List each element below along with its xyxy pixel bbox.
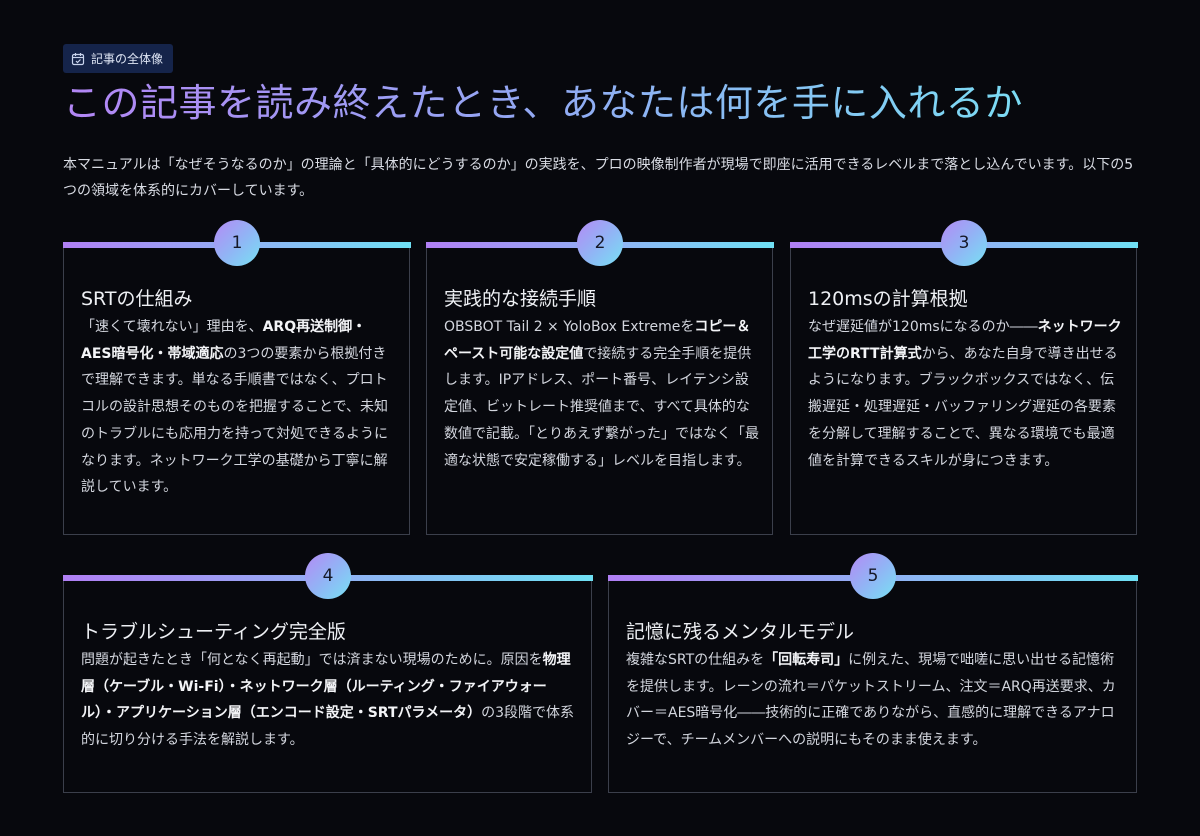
card-body-emphasis: ARQ再送制御・AES暗号化・帯域適応: [81, 319, 367, 362]
card-number-badge: 3: [941, 220, 987, 266]
card-number-badge: 4: [305, 553, 351, 599]
card-1: 1 SRTの仕組み 「速くて壊れない」理由を、ARQ再送制御・AES暗号化・帯域…: [62, 220, 411, 535]
card-2: 2 実践的な接続手順 OBSBOT Tail 2 × YoloBox Extre…: [425, 220, 774, 535]
card-heading: 記憶に残るメンタルモデル: [626, 621, 855, 643]
card-body-text: の3段階で体系的に切り分ける手法を解説します。: [81, 705, 575, 749]
card-4: 4 トラブルシューティング完全版 問題が起きたとき「何となく再起動」では済まない…: [62, 553, 593, 793]
card-body-text: 問題が起きたとき「何となく再起動」では済まない現場のために。原因を: [81, 652, 543, 668]
card-heading: トラブルシューティング完全版: [81, 621, 346, 643]
card-body: なぜ遅延値が120msになるのか――ネットワーク工学のRTT計算式から、あなた自…: [808, 314, 1124, 474]
card-number-badge: 5: [850, 553, 896, 599]
card-body: 「速くて壊れない」理由を、ARQ再送制御・AES暗号化・帯域適応の3つの要素から…: [81, 314, 393, 501]
card-body-text: なぜ遅延値が120msになるのか――: [808, 319, 1038, 335]
card-body-emphasis: コピー＆ペースト可能な設定値: [444, 319, 751, 362]
calendar-icon: [71, 52, 85, 66]
card-number-badge: 2: [577, 220, 623, 266]
card-heading: 120msの計算根拠: [808, 288, 968, 310]
badge-label: 記事の全体像: [91, 52, 164, 66]
card-number-badge: 1: [214, 220, 260, 266]
card-body-text: に例えた、現場で咄嗟に思い出せる記憶術を提供します。レーンの流れ＝パケットストリ…: [626, 652, 1116, 749]
card-body-emphasis: ネットワーク工学のRTT計算式: [808, 319, 1122, 362]
card-body-text: から、あなた自身で導き出せるようになります。ブラックボックスではなく、伝搬遅延・…: [808, 345, 1118, 469]
card-heading: SRTの仕組み: [81, 288, 193, 310]
card-body-text: の3つの要素から根拠付きで理解できます。単なる手順書ではなく、プロトコルの設計思…: [81, 345, 389, 496]
card-body-emphasis: 「回転寿司」: [764, 652, 849, 668]
card-5: 5 記憶に残るメンタルモデル 複雑なSRTの仕組みを「回転寿司」に例えた、現場で…: [607, 553, 1138, 793]
card-body-text: 複雑なSRTの仕組みを: [626, 652, 765, 668]
card-body-text: で接続する完全手順を提供します。IPアドレス、ポート番号、レイテンシ設定値、ビッ…: [444, 345, 759, 469]
card-body-text: 「速くて壊れない」理由を、: [81, 319, 263, 335]
card-heading: 実践的な接続手順: [444, 288, 597, 310]
card-body-emphasis: 物理層（ケーブル・Wi-Fi）・ネットワーク層（ルーティング・ファイアウォール）…: [81, 652, 571, 722]
card-3: 3 120msの計算根拠 なぜ遅延値が120msになるのか――ネットワーク工学の…: [789, 220, 1138, 535]
card-body: OBSBOT Tail 2 × YoloBox Extremeをコピー＆ペースト…: [444, 314, 760, 474]
card-body: 問題が起きたとき「何となく再起動」では済まない現場のために。原因を物理層（ケーブ…: [81, 647, 575, 754]
intro-text: 本マニュアルは「なぜそうなるのか」の理論と「具体的にどうするのか」の実践を、プロ…: [63, 157, 1134, 199]
section-badge: 記事の全体像: [63, 44, 174, 73]
card-body-text: OBSBOT Tail 2 × YoloBox Extremeを: [444, 319, 695, 335]
page-title: この記事を読み終えたとき、あなたは何を手に入れるか: [63, 78, 1023, 128]
card-body: 複雑なSRTの仕組みを「回転寿司」に例えた、現場で咄嗟に思い出せる記憶術を提供し…: [626, 647, 1120, 754]
